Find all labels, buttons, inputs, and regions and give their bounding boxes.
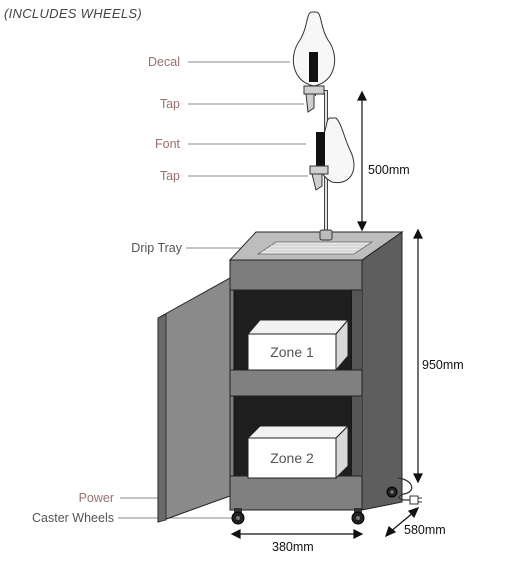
depth-line — [389, 511, 415, 533]
decal-lower — [316, 132, 325, 166]
decal-upper — [309, 52, 318, 82]
tap-lower — [311, 173, 323, 191]
font-base — [319, 229, 333, 241]
dimension-tower-height: 500mm — [368, 163, 410, 177]
tower-height-arrow-top — [357, 90, 367, 101]
power-cord — [397, 477, 413, 501]
depth-arrow-top — [407, 507, 420, 519]
door-edge — [157, 313, 167, 523]
leader-lines — [118, 61, 308, 519]
zone1-box: Zone 1 — [246, 318, 350, 372]
width-arrow-right — [353, 529, 364, 539]
dimension-depth: 580mm — [404, 523, 446, 537]
drip-tray-grid — [262, 244, 367, 252]
cabinet-top-band — [229, 259, 363, 291]
upper-tap-assembly — [292, 11, 336, 113]
tap-upper-collar — [303, 85, 325, 95]
tower-height-arrow-bottom — [357, 221, 367, 232]
dimension-lines — [230, 90, 423, 539]
cabinet-height-arrow-bottom — [413, 473, 423, 484]
cabinet-height-arrow-top — [413, 228, 423, 239]
diagram-caption: (INCLUDES WHEELS) — [4, 6, 143, 21]
label-tap-lower: Tap — [159, 169, 180, 183]
zone2-label: Zone 2 — [270, 450, 314, 466]
caster-wheels — [231, 486, 398, 525]
dimension-cabinet-height: 950mm — [422, 358, 464, 372]
lower-tap-assembly — [309, 117, 355, 191]
tap-lower-collar — [309, 165, 329, 175]
zone1-label: Zone 1 — [270, 344, 314, 360]
label-power: Power — [78, 491, 114, 505]
label-tap-upper: Tap — [159, 97, 180, 111]
cabinet-side-panel — [361, 231, 403, 511]
depth-arrow-bottom — [385, 525, 397, 538]
tap-upper — [305, 93, 315, 113]
zone2-box: Zone 2 — [246, 424, 350, 480]
cabinet-door — [157, 277, 231, 523]
width-arrow-left — [230, 529, 241, 539]
power-plug — [409, 495, 419, 505]
label-drip-tray: Drip Tray — [131, 241, 182, 255]
dimension-width: 380mm — [272, 540, 314, 554]
label-caster-wheels: Caster Wheels — [32, 511, 114, 525]
label-decal: Decal — [148, 55, 180, 69]
bottom-shelf — [229, 475, 363, 511]
label-font: Font — [154, 137, 180, 151]
middle-shelf — [229, 369, 363, 397]
